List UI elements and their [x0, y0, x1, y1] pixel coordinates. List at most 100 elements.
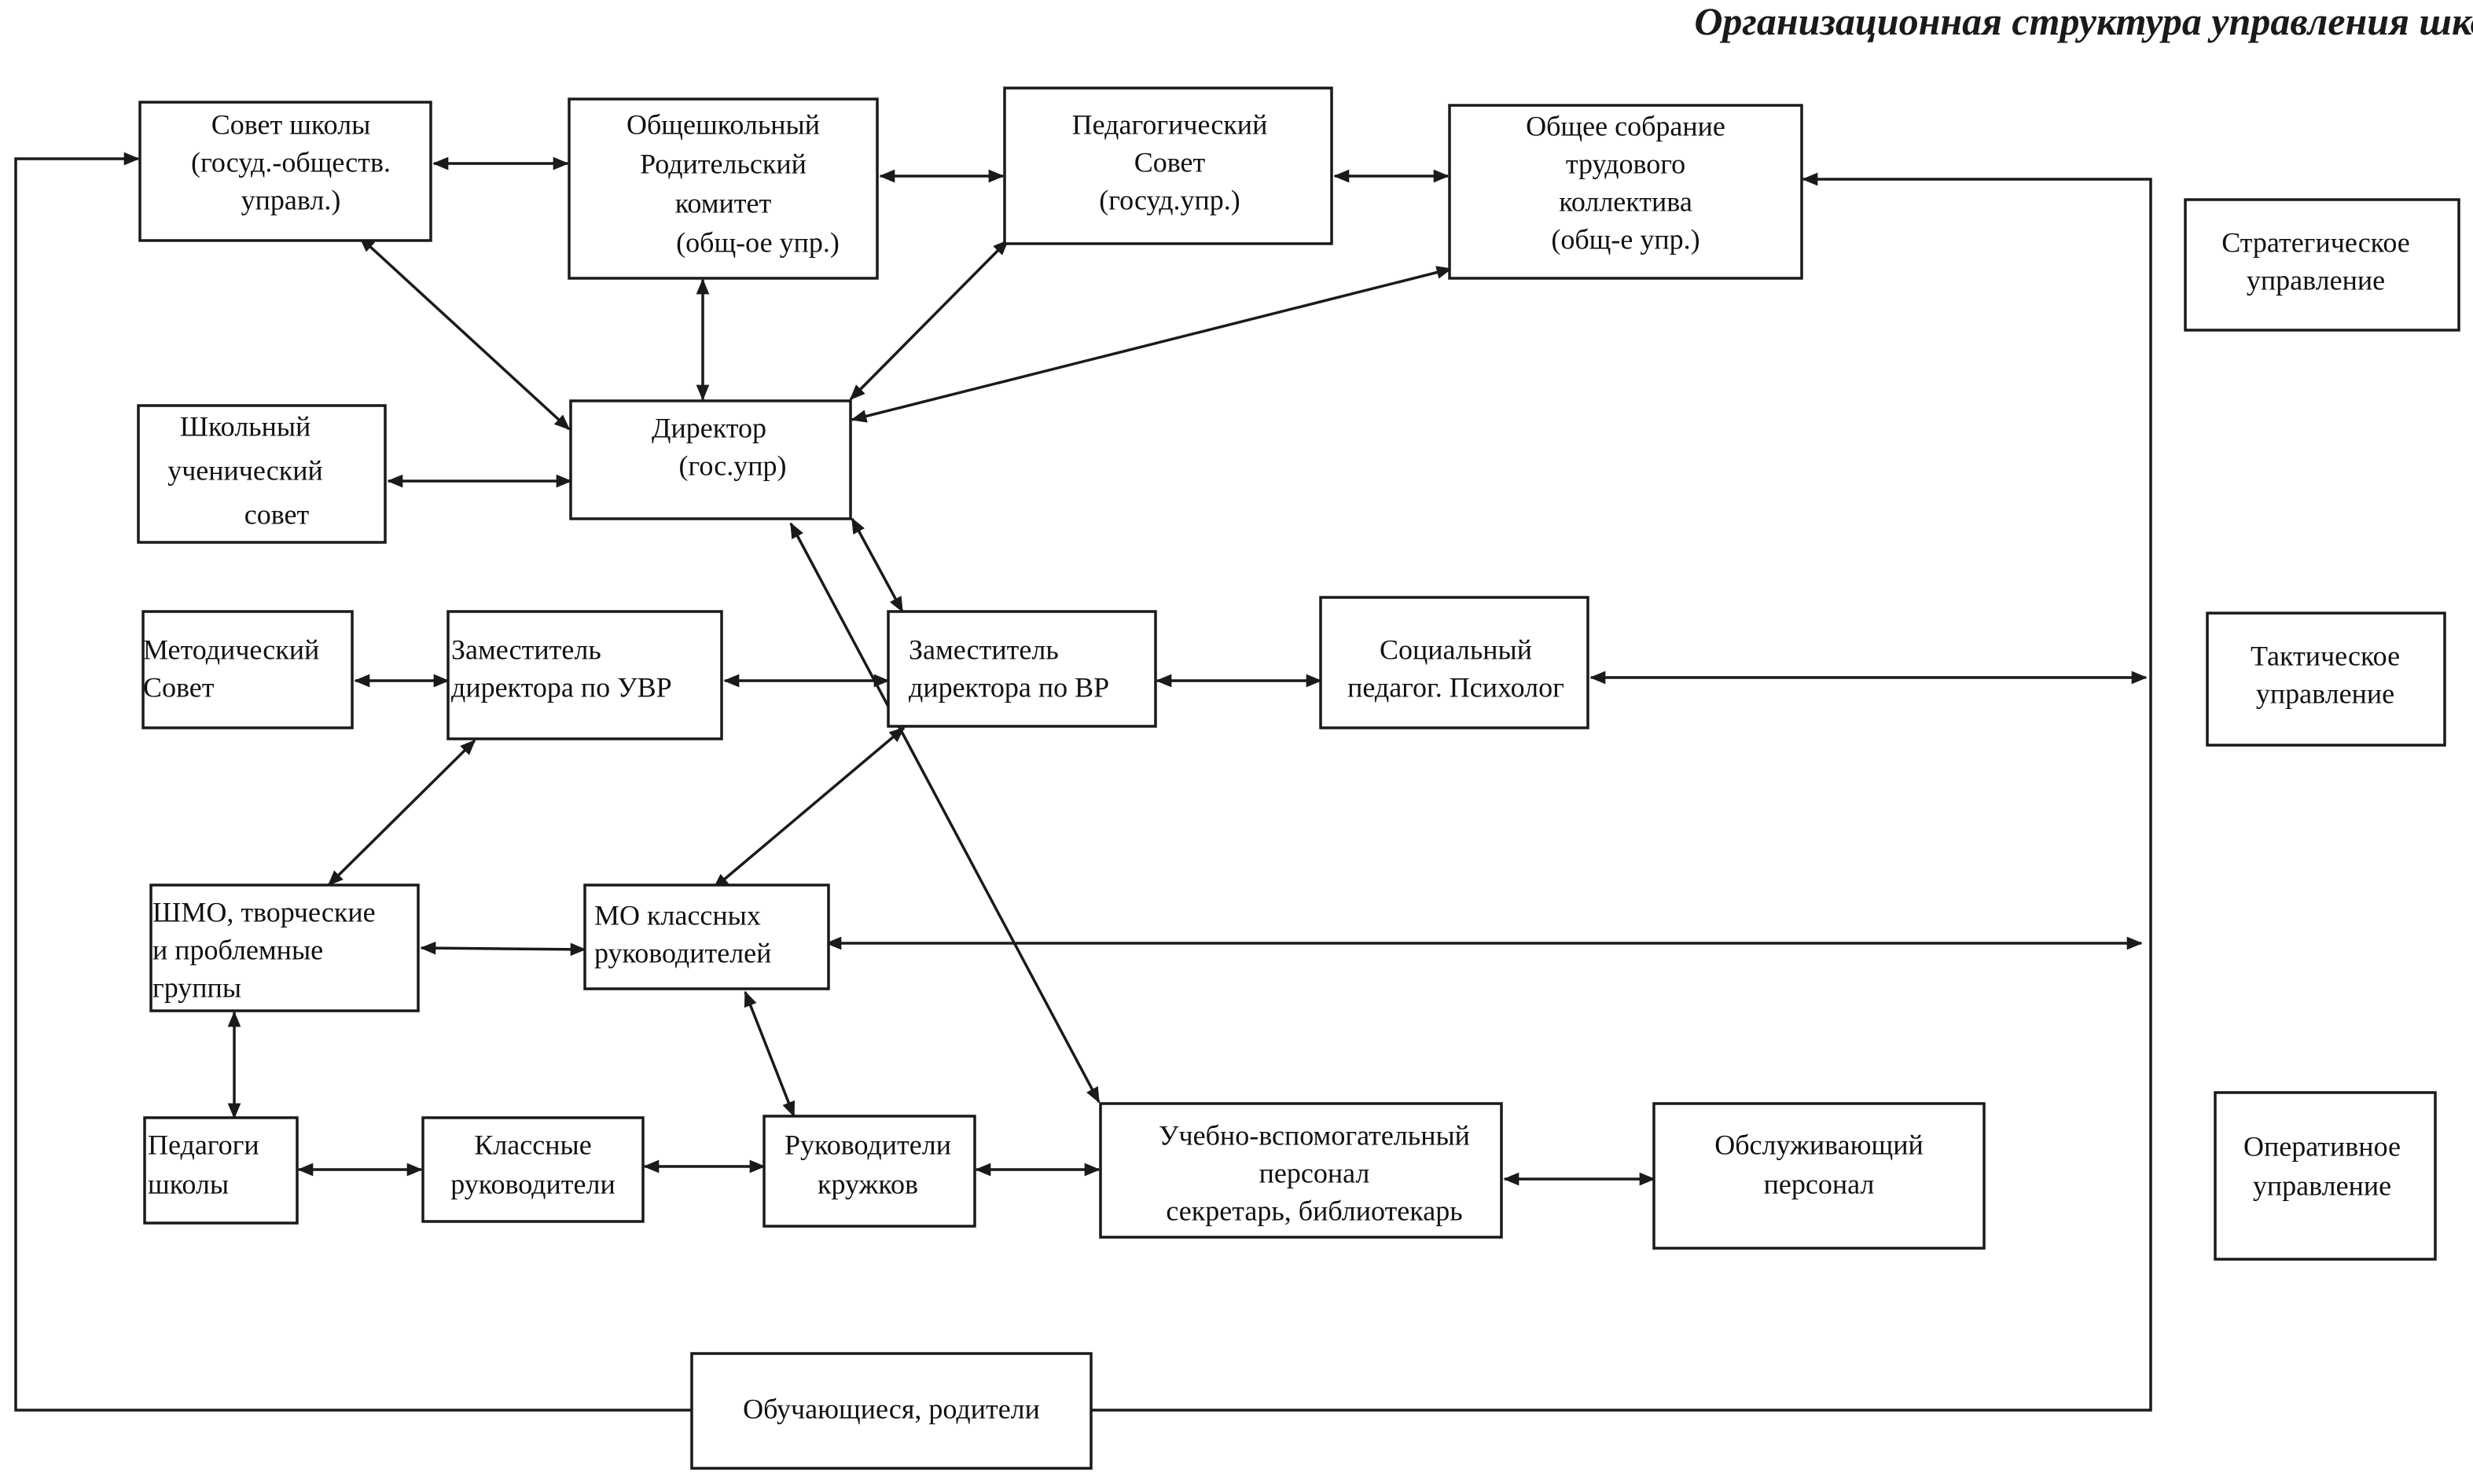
node-box: [568, 97, 879, 280]
edge-mokl-kruzhki: [744, 990, 796, 1118]
node-label-line: Совет школы: [211, 108, 371, 140]
node-label-line: Школьный: [180, 410, 311, 442]
node-label-line: Заместитель: [451, 634, 601, 665]
node-box: [1319, 596, 1589, 729]
node-uch-sovet: Школьный ученический совет: [137, 404, 387, 544]
node-director: Директор(гос.упр): [569, 399, 852, 520]
node-label-line: Совет: [143, 671, 215, 703]
node-label-line: Тактическое: [2251, 640, 2400, 671]
node-box: [1099, 1102, 1503, 1239]
node-label-line: и проблемные: [152, 934, 323, 965]
node-label-line: коллектива: [1559, 186, 1692, 217]
node-label-line: Учебно-вспомогательный: [1159, 1119, 1470, 1151]
node-label-line: (госуд.-обществ.: [191, 146, 391, 178]
edge-sovet-director: [358, 236, 571, 431]
node-label-line: Стратегическое: [2221, 226, 2410, 258]
node-label-line: Общешкольный: [627, 108, 820, 140]
node-box: [1448, 104, 1803, 280]
node-label-line: Руководители: [785, 1129, 951, 1160]
node-label-line: Родительский: [640, 148, 807, 179]
edge-director-uchvsp: [789, 522, 1101, 1104]
node-box: [143, 1116, 299, 1225]
node-box: [583, 883, 830, 990]
edge-director-zamvr: [851, 517, 904, 613]
node-shmo: ШМО, творческие и проблемные группы: [149, 883, 420, 1012]
node-box: [446, 610, 723, 740]
edge-zamuvr-shmo: [327, 739, 476, 887]
node-label-line: ученический: [167, 454, 323, 486]
node-sovet-shkoly: Совет школы (госуд.-обществ. управл.): [138, 101, 432, 242]
node-label-line: совет: [244, 498, 310, 530]
node-label-line: трудового: [1566, 148, 1685, 179]
node-label-line: директора по ВР: [909, 671, 1109, 703]
node-label-line: директора по УВР: [451, 671, 672, 703]
node-label-line: (госуд.упр.): [1099, 184, 1240, 215]
node-label-line: Оперативное: [2243, 1130, 2401, 1162]
edge-sobranie-director: [851, 266, 1453, 423]
node-label-line: ШМО, творческие: [152, 896, 376, 928]
node-label-line: управл.): [241, 184, 341, 215]
node-label-line: Социальный: [1380, 634, 1532, 665]
node-obsluzh: Обслуживающий персонал: [1652, 1102, 1986, 1250]
node-ruk-kruzhkov: Руководители кружков: [762, 1115, 976, 1228]
connector-layer: [14, 152, 2152, 1412]
node-operativ: Оперативное управление: [2214, 1091, 2437, 1261]
node-label-line: группы: [152, 972, 241, 1003]
node-box: [138, 101, 432, 242]
node-label-line: МО классных: [594, 899, 761, 931]
node-kl-ruk: Классные руководители: [421, 1116, 645, 1223]
node-label-line: Заместитель: [909, 634, 1059, 665]
node-box: [137, 404, 387, 544]
node-strateg: Стратегическое управление: [2184, 198, 2460, 332]
node-obuch: Обучающиеся, родители: [690, 1352, 1093, 1470]
node-label-line: Совет: [1134, 146, 1206, 178]
node-zam-vr: Заместитель директора по ВР: [887, 610, 1157, 728]
node-label-line: секретарь, библиотекарь: [1166, 1195, 1462, 1226]
node-layer: Совет школы (госуд.-обществ. управл.) Общеш…: [137, 86, 2460, 1470]
node-obshee-sobranie: Общее собрание трудового коллектива (общ-е …: [1448, 104, 1803, 280]
node-box: [1003, 86, 1333, 245]
node-box: [569, 399, 852, 520]
node-box: [690, 1352, 1093, 1470]
node-label-line: Обслуживающий: [1714, 1129, 1924, 1160]
node-soc-ped: Социальный педагог. Психолог: [1319, 596, 1589, 729]
edge-obuch-sobranie-loop: [1091, 172, 2152, 1412]
node-box: [2214, 1091, 2437, 1261]
node-label-line: управление: [2253, 1170, 2391, 1201]
node-label-line: управление: [2247, 264, 2385, 296]
node-label-line: школы: [148, 1168, 229, 1199]
node-label-line: Общее собрание: [1526, 110, 1725, 141]
node-label-line: руководителей: [594, 937, 771, 968]
edge-obuch-sovet-loop: [14, 152, 692, 1412]
node-label-line: руководители: [450, 1168, 615, 1199]
node-box: [149, 883, 420, 1012]
node-label-line: персонал: [1259, 1157, 1370, 1188]
edge-zamvr-mokl: [712, 726, 906, 890]
node-taktich: Тактическое управление: [2206, 612, 2446, 747]
edge-shmo-mokl: [420, 941, 586, 957]
node-label-line: комитет: [675, 187, 772, 219]
node-box: [887, 610, 1157, 728]
diagram-title: Организационная структура управления шко…: [1694, 0, 2473, 43]
node-box: [2206, 612, 2446, 747]
node-box: [762, 1115, 976, 1228]
node-label-line: Директор: [652, 412, 766, 443]
node-mo-kl: МО классных руководителей: [583, 883, 830, 990]
node-label-line: Классные: [474, 1129, 591, 1160]
node-box: [2184, 198, 2460, 332]
node-label-line: персонал: [1764, 1168, 1875, 1199]
node-box: [421, 1116, 645, 1223]
node-box: [1652, 1102, 1986, 1250]
node-label-line: (общ-е упр.): [1551, 223, 1699, 255]
node-label-line: управление: [2256, 678, 2394, 709]
node-label-line: Обучающиеся, родители: [743, 1393, 1040, 1424]
node-label-line: Педагогический: [1072, 108, 1268, 140]
node-label-line: педагог. Психолог: [1347, 671, 1564, 703]
node-uch-vsp: Учебно-вспомогательный персонал секретарь,…: [1099, 1102, 1503, 1239]
node-label-line: кружков: [818, 1168, 918, 1199]
